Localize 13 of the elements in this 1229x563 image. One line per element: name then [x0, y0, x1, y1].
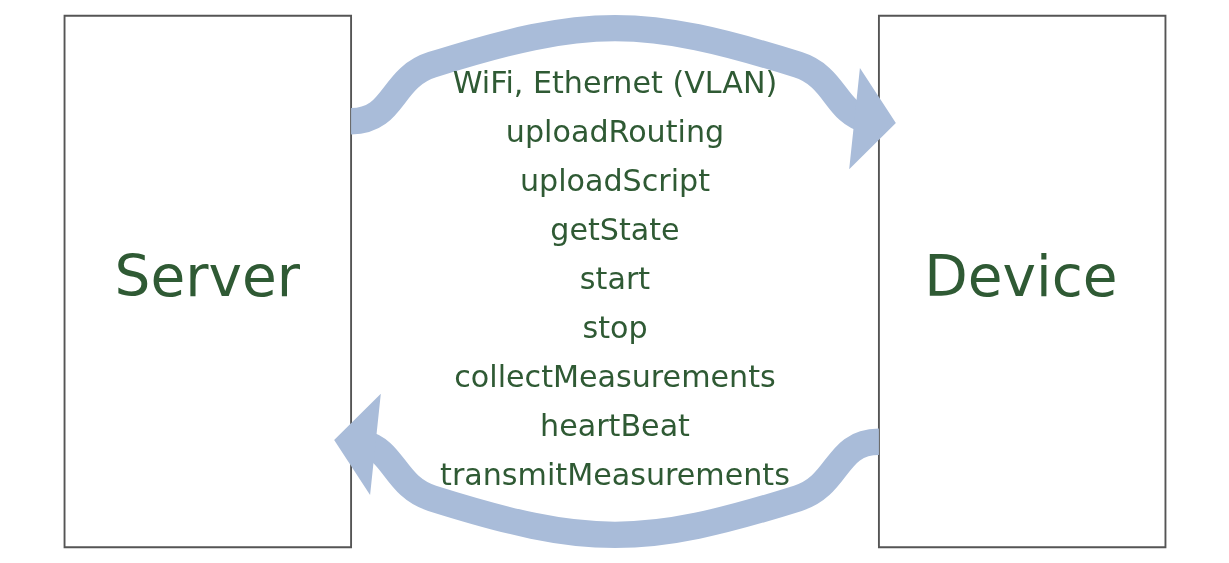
- label: WiFi, Ethernet (VLAN): [452, 64, 777, 100]
- label: uploadScript: [519, 162, 710, 198]
- label: collectMeasurements: [453, 358, 776, 394]
- label: stop: [581, 309, 648, 345]
- arrow: [333, 393, 880, 548]
- node-box: Device: [877, 14, 1166, 549]
- label: transmitMeasurements: [439, 456, 790, 492]
- node-box: Server: [63, 14, 352, 549]
- arrow: [349, 15, 896, 170]
- label: getState: [549, 211, 680, 247]
- label: uploadRouting: [505, 113, 724, 149]
- label: start: [579, 260, 650, 296]
- label: heartBeat: [539, 407, 690, 443]
